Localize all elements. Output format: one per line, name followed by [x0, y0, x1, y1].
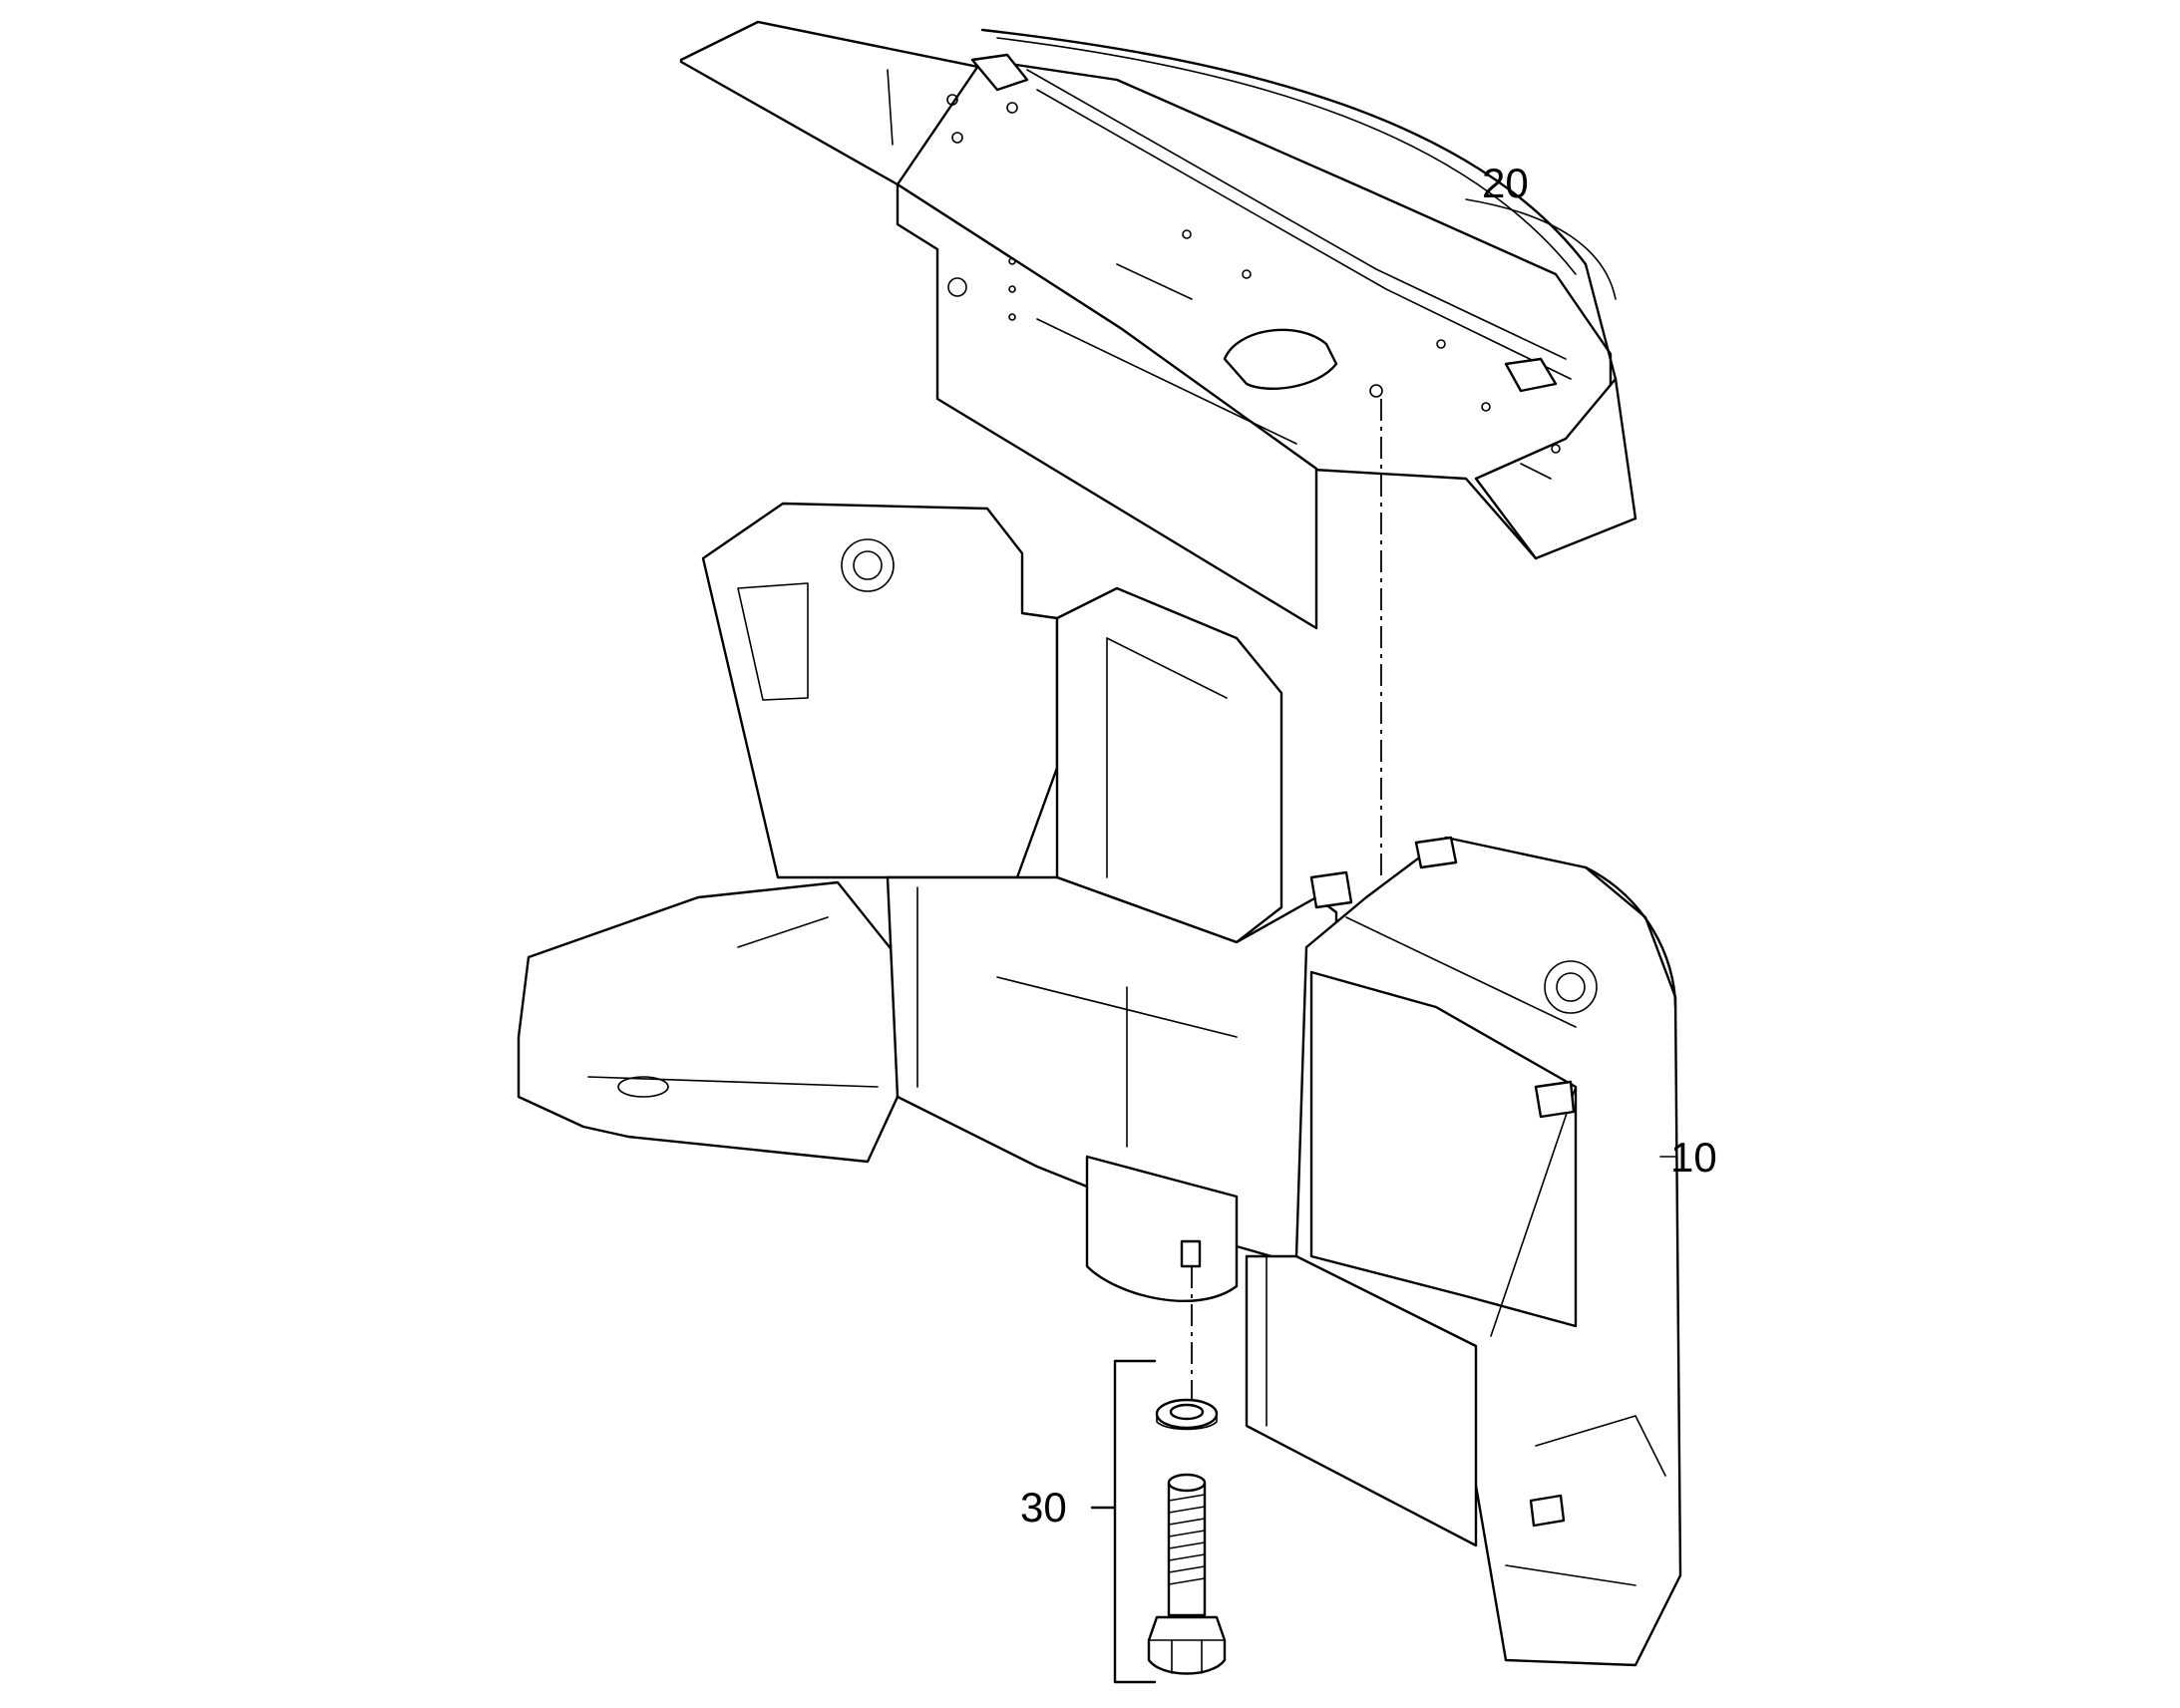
washer[interactable] [1155, 1398, 1219, 1431]
part-30-bracket [1113, 1359, 1157, 1684]
part-10-housing[interactable] [517, 502, 1682, 1667]
leader-part-20 [1465, 198, 1617, 300]
part-20-cover-plate[interactable] [679, 20, 1637, 630]
part-30-fasteners[interactable] [1090, 1359, 1227, 1684]
callout-30: 30 [1020, 1484, 1067, 1531]
callout-10: 10 [1670, 1134, 1717, 1181]
hex-bolt[interactable] [1147, 1473, 1227, 1675]
callout-20: 20 [1482, 160, 1529, 206]
